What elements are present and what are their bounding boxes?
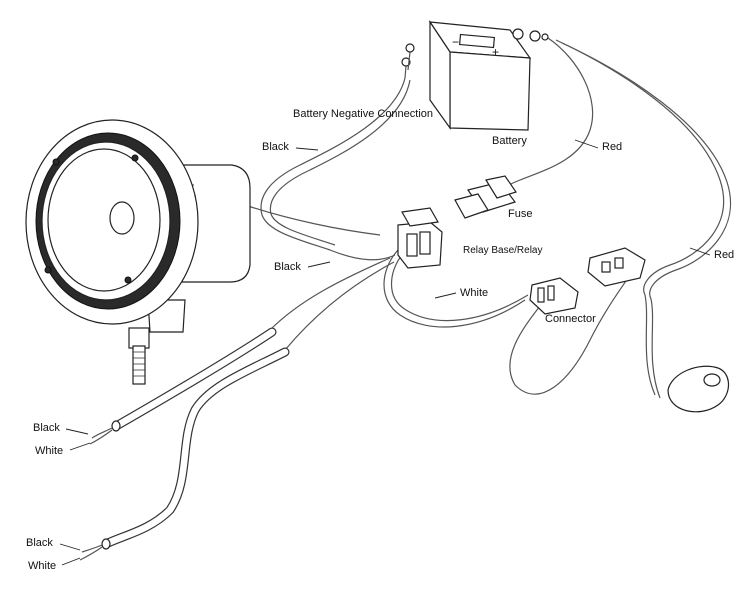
black-wire-top <box>260 77 406 261</box>
switch-button <box>703 373 721 387</box>
light-leads <box>79 327 290 561</box>
connector-plug-slot <box>614 257 624 269</box>
red-wire-right-2 <box>561 42 732 399</box>
battery-cap <box>458 33 496 49</box>
screw-icon <box>44 266 52 274</box>
battery-plus-sign: + <box>492 45 499 59</box>
label-red-top: Red <box>602 141 623 153</box>
label-black-top: Black <box>262 141 289 153</box>
label-white-lead-2: White <box>28 560 57 572</box>
screw-icon <box>124 276 132 284</box>
light-bolt <box>132 345 146 385</box>
relay-to-lead-2 <box>284 261 395 351</box>
label-battery: Battery <box>492 135 527 147</box>
label-white-lead-1: White <box>35 445 64 457</box>
switch-body <box>667 365 730 413</box>
ring-terminal <box>405 43 415 53</box>
label-black-lead-1: Black <box>33 422 60 434</box>
label-red-right: Red <box>714 249 735 261</box>
battery-minus-sign: − <box>452 35 459 49</box>
battery: + − <box>401 20 549 131</box>
work-light <box>25 119 251 385</box>
battery-terminal <box>529 30 541 42</box>
light-stem <box>128 327 150 349</box>
lead-wires-2 <box>79 544 103 561</box>
battery-terminal <box>512 28 524 40</box>
fuse <box>454 175 517 219</box>
lead-end-1 <box>111 420 121 432</box>
connector-plug-slot <box>601 261 611 273</box>
relay-slot <box>419 231 431 255</box>
switch <box>667 365 730 413</box>
fuse-holder <box>454 193 489 219</box>
screw-icon <box>131 154 139 162</box>
lead-wires-1 <box>89 427 113 445</box>
lead-end-2 <box>101 538 111 550</box>
negative-lugs <box>404 51 411 79</box>
lead-sleeve-1-inner <box>114 328 276 429</box>
wires <box>244 37 732 399</box>
label-connector: Connector <box>545 313 596 325</box>
relay-to-lead-1 <box>269 257 391 331</box>
label-black-mid: Black <box>274 261 301 273</box>
relay <box>397 207 443 269</box>
light-bolt-thread <box>133 351 145 377</box>
connector-pin <box>537 287 545 303</box>
relay-top <box>401 207 439 227</box>
screw-icon <box>52 158 60 166</box>
light-lens <box>47 148 161 292</box>
battery-front <box>449 51 531 131</box>
label-black-lead-2: Black <box>26 537 53 549</box>
connector-loop <box>509 274 631 395</box>
light-rear-wire <box>244 204 381 236</box>
ring-terminal <box>541 33 549 41</box>
battery-side <box>429 20 451 130</box>
light-bulb <box>109 201 135 235</box>
black-wire-top-2 <box>269 79 411 246</box>
label-fuse: Fuse <box>508 208 533 220</box>
connectors <box>529 247 646 315</box>
red-wire-right <box>555 39 725 396</box>
connector-pin <box>547 285 555 301</box>
white-wire-relay-2 <box>391 251 529 322</box>
label-battery-negative: Battery Negative Connection <box>293 108 434 120</box>
fuse-holder-back <box>485 175 517 199</box>
label-relay: Relay Base/Relay <box>463 245 543 256</box>
lead-sleeve-2-inner <box>104 348 289 547</box>
label-white-mid: White <box>460 287 489 299</box>
relay-slot <box>406 233 418 257</box>
white-wire-relay <box>383 249 526 328</box>
